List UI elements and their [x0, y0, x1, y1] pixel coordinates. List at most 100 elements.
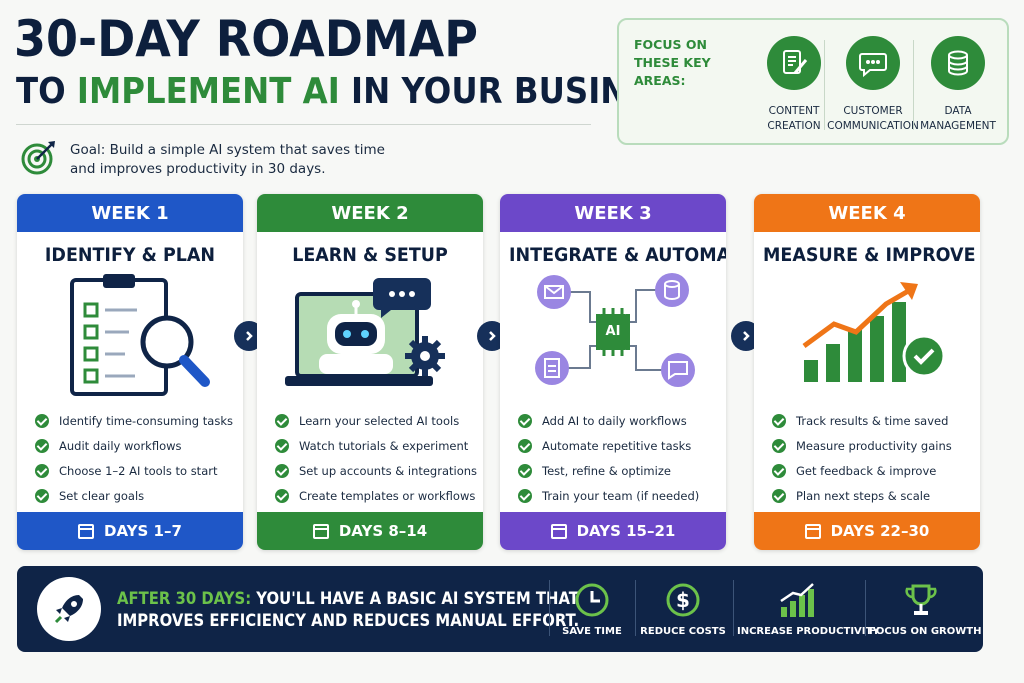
calendar-icon — [550, 523, 567, 539]
goal-text: Goal: Build a simple AI system that save… — [70, 142, 385, 177]
subtitle-highlight: IMPLEMENT AI — [76, 71, 340, 112]
focus-divider — [913, 40, 914, 130]
check-icon — [772, 438, 786, 453]
week-days-text: DAYS 1–7 — [104, 522, 182, 540]
list-item-text: Get feedback & improve — [796, 463, 937, 478]
list-item-text: Train your team (if needed) — [542, 488, 700, 503]
week-days-footer: DAYS 15–21 — [500, 512, 726, 550]
week-header: WEEK 3 — [500, 194, 726, 232]
focus-item-customer-communication: CUSTOMER COMMUNICATION — [824, 36, 922, 134]
list-item-text: Choose 1–2 AI tools to start — [59, 463, 218, 478]
benefit-save-time: SAVE TIME — [557, 580, 627, 637]
list-item: Set clear goals — [35, 483, 233, 508]
list-item: Set up accounts & integrations — [275, 458, 477, 483]
week-days-footer: DAYS 8–14 — [257, 512, 483, 550]
list-item-text: Plan next steps & scale — [796, 488, 931, 503]
title-divider — [16, 124, 591, 125]
results-banner: AFTER 30 DAYS: YOU'LL HAVE A BASIC AI SY… — [17, 566, 983, 652]
list-item-text: Add AI to daily workflows — [542, 413, 687, 428]
list-item-text: Identify time-consuming tasks — [59, 413, 233, 428]
list-item: Plan next steps & scale — [772, 483, 952, 508]
check-icon — [275, 438, 289, 453]
rocket-icon — [37, 577, 101, 641]
week-header: WEEK 2 — [257, 194, 483, 232]
calendar-icon — [78, 523, 95, 539]
week-title: INTEGRATE & AUTOMATE — [509, 244, 726, 266]
target-icon — [21, 141, 55, 175]
list-item-text: Audit daily workflows — [59, 438, 182, 453]
week-title: MEASURE & IMPROVE — [763, 244, 976, 266]
growth-chart-icon — [802, 282, 946, 382]
laptop-robot-icon — [285, 278, 445, 386]
week-header: WEEK 1 — [17, 194, 243, 232]
week-3-card: WEEK 3 INTEGRATE & AUTOMATE AI Add AI to… — [500, 194, 726, 550]
list-item-text: Watch tutorials & experiment — [299, 438, 469, 453]
focus-item-data-management: DATA MANAGEMENT — [915, 36, 1001, 134]
week-days-text: DAYS 15–21 — [576, 522, 676, 540]
benefit-label: INCREASE PRODUCTIVITY — [737, 626, 880, 637]
bar-chart-icon — [737, 580, 859, 620]
benefit-focus-on-growth: FOCUS ON GROWTH — [869, 580, 982, 637]
task-list: Identify time-consuming tasks Audit dail… — [35, 408, 233, 508]
banner-divider — [865, 580, 866, 636]
check-icon — [518, 488, 532, 503]
check-icon — [35, 413, 49, 428]
focus-areas-panel: FOCUS ON THESE KEY AREAS: CONTENT CREATI… — [617, 18, 1009, 145]
week-days-footer: DAYS 1–7 — [17, 512, 243, 550]
page-title: 30-DAY ROADMAP — [14, 10, 478, 68]
results-highlight: AFTER 30 DAYS: — [117, 589, 252, 608]
benefit-reduce-costs: $ REDUCE COSTS — [639, 580, 727, 637]
calendar-icon — [312, 523, 329, 539]
document-edit-icon — [767, 36, 821, 90]
check-icon — [35, 488, 49, 503]
list-item-text: Create templates or workflows — [299, 488, 476, 503]
checklist-magnifier-icon — [70, 274, 210, 396]
list-item: Test, refine & optimize — [518, 458, 699, 483]
list-item: Add AI to daily workflows — [518, 408, 699, 433]
banner-divider — [549, 580, 550, 636]
check-icon — [772, 488, 786, 503]
trophy-icon — [869, 580, 973, 620]
list-item-text: Track results & time saved — [796, 413, 949, 428]
list-item: Automate repetitive tasks — [518, 433, 699, 458]
list-item-text: Measure productivity gains — [796, 438, 952, 453]
ai-chip-label: AI — [605, 324, 621, 339]
check-icon — [35, 463, 49, 478]
benefit-label: FOCUS ON GROWTH — [869, 626, 982, 637]
check-icon — [275, 463, 289, 478]
list-item: Track results & time saved — [772, 408, 952, 433]
check-icon — [275, 488, 289, 503]
results-text: AFTER 30 DAYS: YOU'LL HAVE A BASIC AI SY… — [117, 588, 579, 632]
results-line-1: YOU'LL HAVE A BASIC AI SYSTEM THAT — [251, 589, 579, 608]
week-days-text: DAYS 22–30 — [830, 522, 930, 540]
week-title: LEARN & SETUP — [292, 244, 448, 266]
goal-statement: Goal: Build a simple AI system that save… — [20, 138, 390, 179]
list-item: Audit daily workflows — [35, 433, 233, 458]
benefit-label: SAVE TIME — [562, 626, 622, 637]
banner-divider — [733, 580, 734, 636]
ai-chip-integration-icon — [535, 273, 695, 387]
focus-label: FOCUS ON THESE KEY AREAS: — [634, 37, 711, 88]
focus-item-label: CONTENT CREATION — [767, 105, 821, 132]
focus-item-content-creation: CONTENT CREATION — [749, 36, 839, 134]
check-icon — [518, 463, 532, 478]
subtitle-prefix: TO — [16, 71, 77, 112]
calendar-icon — [804, 523, 821, 539]
list-item: Create templates or workflows — [275, 483, 477, 508]
list-item: Measure productivity gains — [772, 433, 952, 458]
database-icon — [931, 36, 985, 90]
page-subtitle: TO IMPLEMENT AI IN YOUR BUSINESS — [16, 74, 695, 110]
check-icon — [772, 413, 786, 428]
list-item-text: Set clear goals — [59, 488, 145, 503]
focus-item-label: CUSTOMER COMMUNICATION — [827, 105, 919, 132]
results-line-2: IMPROVES EFFICIENCY AND REDUCES MANUAL E… — [117, 611, 580, 630]
check-icon — [518, 438, 532, 453]
list-item: Choose 1–2 AI tools to start — [35, 458, 233, 483]
check-icon — [35, 438, 49, 453]
week-title: IDENTIFY & PLAN — [44, 244, 216, 266]
clock-icon — [557, 580, 627, 620]
task-list: Learn your selected AI tools Watch tutor… — [275, 408, 477, 508]
svg-text:$: $ — [676, 588, 690, 612]
list-item: Learn your selected AI tools — [275, 408, 477, 433]
list-item: Train your team (if needed) — [518, 483, 699, 508]
